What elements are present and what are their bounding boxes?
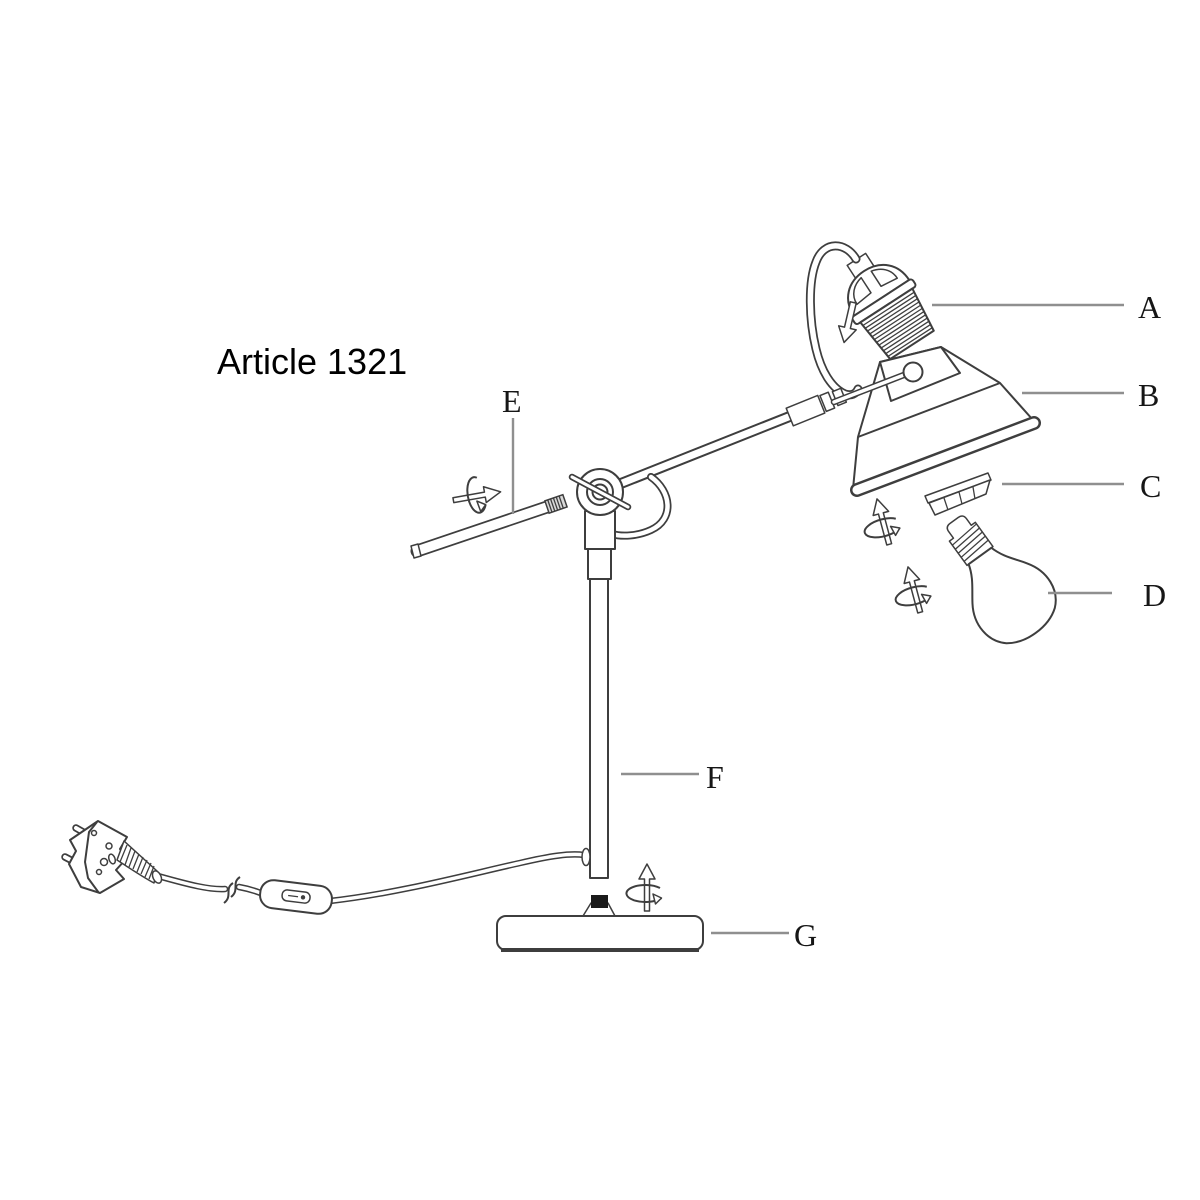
shade-knob (902, 361, 924, 383)
bulb-glass (967, 546, 1057, 645)
stand-coupling (587, 548, 612, 580)
part-label-f: F (706, 759, 724, 795)
part-label-b: B (1138, 377, 1159, 413)
leader-lines (511, 303, 1124, 935)
light-bulb (946, 515, 1057, 645)
arm-coupling (785, 387, 848, 427)
pivot-joint (568, 468, 632, 879)
cord-break-symbol (223, 876, 241, 904)
shade-ring (924, 472, 992, 516)
part-label-a: A (1138, 289, 1161, 325)
plug-strain-relief (116, 840, 163, 884)
inline-switch (259, 879, 333, 915)
insert-direction-arrow-icon (837, 301, 857, 344)
lamp-arm (596, 361, 924, 497)
lamp-base (496, 895, 704, 952)
part-labels: A B C D E F G (502, 289, 1166, 953)
rotation-arrow-icon (625, 863, 663, 912)
part-label-e: E (502, 383, 522, 419)
rotation-arrow-icon (887, 562, 936, 619)
rotation-arrow-icon (452, 476, 502, 514)
base-stud (591, 895, 608, 908)
arm-rod (410, 493, 569, 559)
lamp-socket (846, 252, 935, 361)
part-label-d: D (1143, 577, 1166, 613)
rod-thread (543, 493, 569, 515)
lamp-shade (850, 346, 1041, 497)
power-cord (154, 851, 588, 905)
rotation-arrow-icon (856, 494, 905, 551)
stand-rod (589, 578, 609, 879)
power-plug (61, 820, 163, 894)
article-title: Article 1321 (217, 341, 407, 382)
cord-grommet (581, 847, 591, 867)
part-label-g: G (794, 917, 817, 953)
arm-hook (608, 473, 672, 540)
part-label-c: C (1140, 468, 1161, 504)
